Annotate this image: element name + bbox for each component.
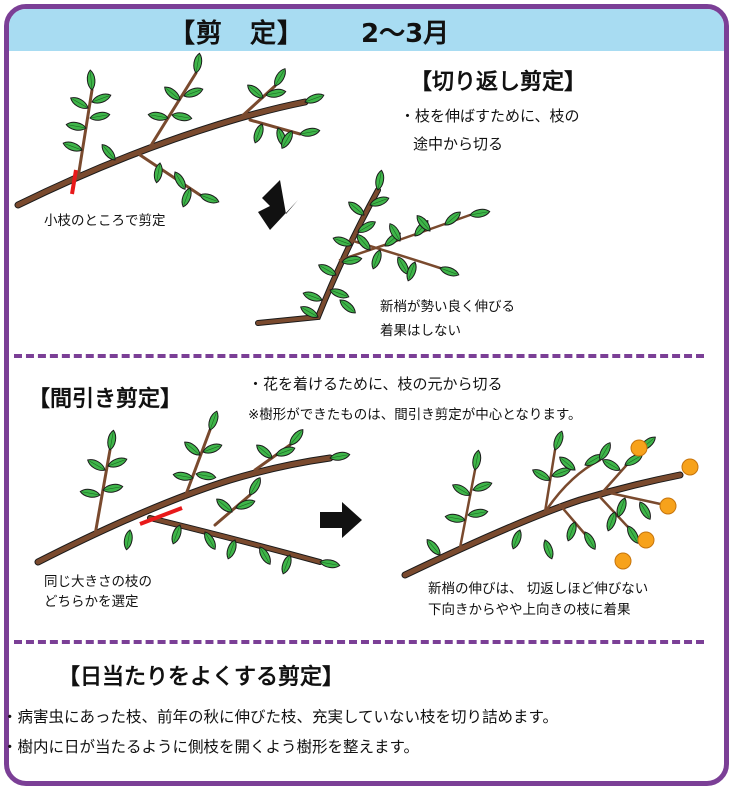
heading-thinning-pruning: 【間引き剪定】 bbox=[28, 387, 183, 412]
pruning-period: 2〜3月 bbox=[361, 19, 450, 49]
arrow-icon bbox=[320, 502, 362, 538]
section-divider bbox=[14, 640, 704, 644]
heading-back-desc-1: ・枝を伸ばすために、枝の bbox=[400, 107, 580, 125]
result-back-2: 着果はしない bbox=[380, 323, 461, 339]
thinning-desc: ・花を着けるために、枝の元から切る bbox=[248, 375, 503, 393]
result-thinning-1: 新梢の伸びは、 切返しほど伸びない bbox=[428, 581, 649, 597]
page-title: 【剪 定】 bbox=[169, 19, 305, 49]
heading-sunlight-pruning: 【日当たりをよくする剪定】 bbox=[58, 665, 345, 690]
sunlight-bullet-2: ・樹内に日が当たるように側枝を開くよう樹形を整えます。 bbox=[2, 738, 419, 756]
cut-label-thinning-2: どちらかを選定 bbox=[44, 594, 139, 610]
heading-back-desc-2: 途中から切る bbox=[413, 135, 504, 153]
arrow-icon bbox=[258, 180, 298, 230]
branch-after-heading-back bbox=[255, 169, 491, 326]
diagram-frame: 【剪 定】 2〜3月 bbox=[4, 4, 729, 786]
fruit bbox=[614, 439, 699, 570]
branch-before-thinning bbox=[34, 409, 351, 576]
section-divider bbox=[14, 354, 704, 358]
branch-before-heading-back bbox=[14, 52, 326, 209]
sunlight-bullet-1: ・病害虫にあった枝、前年の秋に伸びた枝、充実していない枝を切り詰めます。 bbox=[2, 708, 558, 726]
cut-label-thinning-1: 同じ大きさの枝の bbox=[44, 574, 152, 590]
result-thinning-2: 下向きからやや上向きの枝に着果 bbox=[428, 602, 631, 618]
cut-label-back: 小枝のところで剪定 bbox=[44, 213, 166, 229]
title-band: 【剪 定】 2〜3月 bbox=[9, 9, 724, 51]
thinning-note: ※樹形ができたものは、間引き剪定が中心となります。 bbox=[248, 407, 582, 423]
result-back-1: 新梢が勢い良く伸びる bbox=[380, 299, 515, 315]
branch-after-thinning bbox=[401, 429, 699, 579]
heading-back-pruning: 【切り返し剪定】 bbox=[410, 70, 587, 95]
